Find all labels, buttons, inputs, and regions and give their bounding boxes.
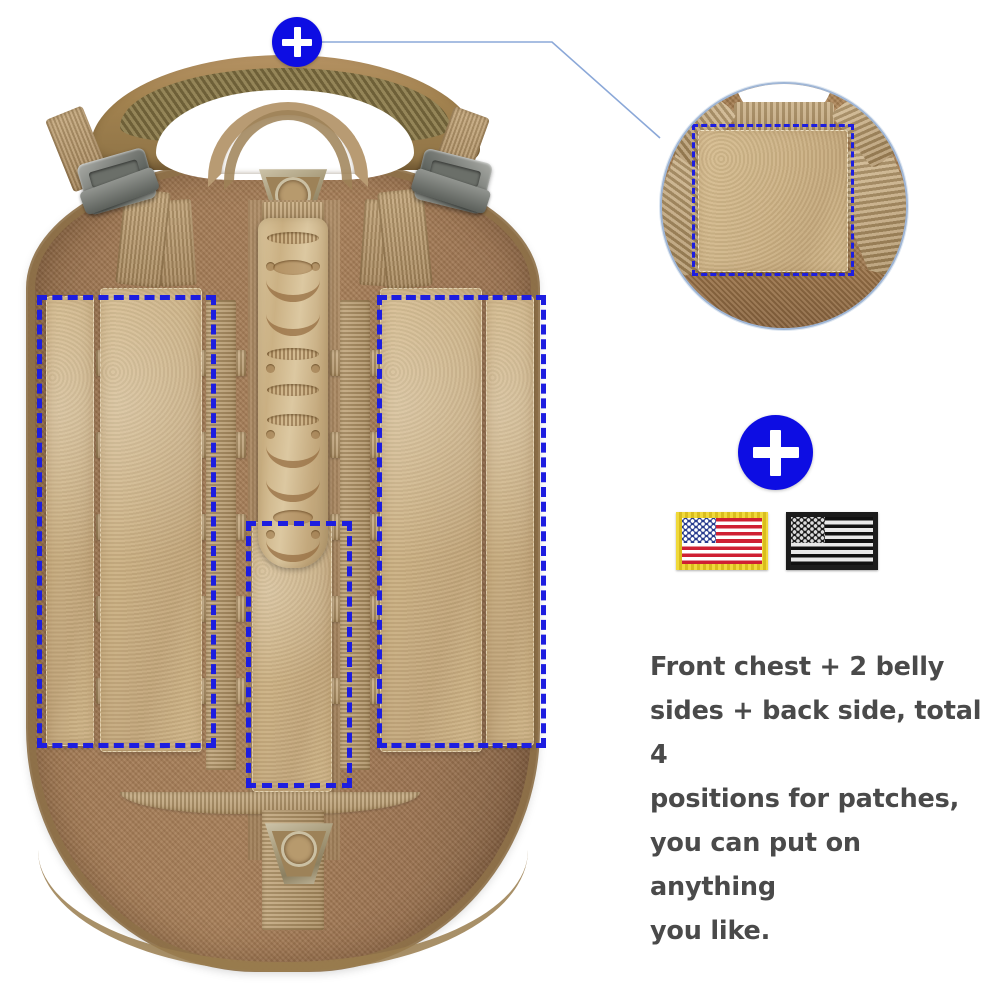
patch-options-row: [676, 512, 886, 574]
zoom-circle-front-chest: [660, 82, 908, 330]
velcro-panel-left-outer: [46, 296, 94, 746]
d-ring-hole: [284, 834, 314, 865]
belly-strap-bottom: [120, 792, 420, 814]
plus-icon-vertical: [770, 429, 781, 476]
caption-block: Front chest + 2 belly sides + back side,…: [650, 645, 995, 953]
highlight-box-belly-side-right: [377, 295, 546, 748]
flag-canton: [791, 517, 826, 543]
patch-usa-flag-color: [676, 512, 768, 570]
plus-badge-callout: [272, 17, 322, 67]
velcro-panel-right-inner: [380, 288, 482, 752]
plus-badge-patches: [738, 415, 813, 490]
caption-line-5: you like.: [650, 916, 771, 946]
flag-stars: [682, 518, 716, 543]
d-ring-bottom: [262, 822, 336, 884]
caption-line-1: Front chest + 2 belly: [650, 652, 945, 682]
flag-canton: [682, 518, 716, 543]
caption-line-4: you can put on anything: [650, 828, 861, 902]
zc-front-chest-velcro-panel: [698, 130, 848, 272]
flag-stars: [791, 517, 826, 543]
plus-icon-vertical: [293, 27, 301, 57]
molded-handle-grip: [258, 218, 328, 568]
zc-highlight-box-front-chest: [692, 124, 854, 276]
caption-line-2: sides + back side, total 4: [650, 696, 982, 770]
highlight-box-belly-side-left: [37, 295, 216, 748]
velcro-panel-left-inner: [100, 288, 202, 752]
velcro-panel-right-outer: [486, 296, 534, 746]
vest-bottom-hem: [38, 850, 528, 972]
highlight-box-back-side-center: [246, 521, 352, 788]
molle-column-right: [340, 300, 370, 770]
caption-line-3: positions for patches,: [650, 784, 960, 814]
patch-usa-flag-subdued: [786, 512, 878, 570]
